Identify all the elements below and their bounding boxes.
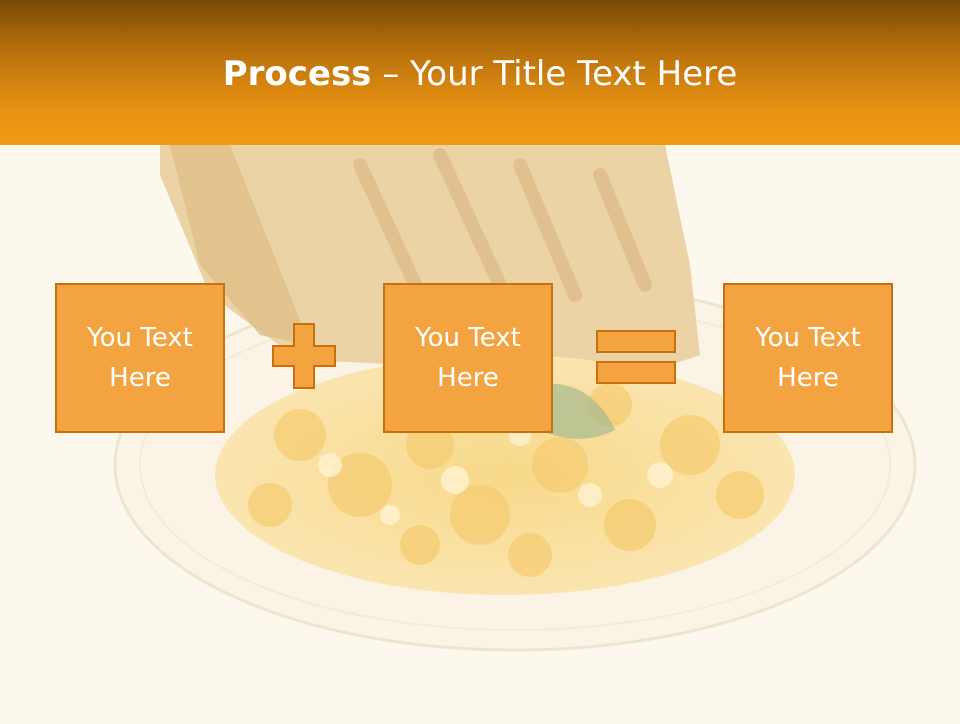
process-box-1: You Text Here (55, 283, 225, 433)
process-box-3: You Text Here (723, 283, 893, 433)
title-bold: Process (222, 54, 372, 94)
process-box-2-text: You Text Here (415, 323, 521, 393)
slide-title: Process – Your Title Text Here (0, 52, 960, 96)
process-box-2: You Text Here (383, 283, 553, 433)
title-bar: Process – Your Title Text Here (0, 0, 960, 145)
process-box-3-text: You Text Here (755, 323, 861, 393)
process-box-1-text: You Text Here (87, 323, 193, 393)
plus-icon (272, 323, 336, 389)
equals-icon (596, 330, 676, 384)
breakfast-illustration (113, 145, 917, 652)
title-rest: – Your Title Text Here (371, 54, 738, 94)
